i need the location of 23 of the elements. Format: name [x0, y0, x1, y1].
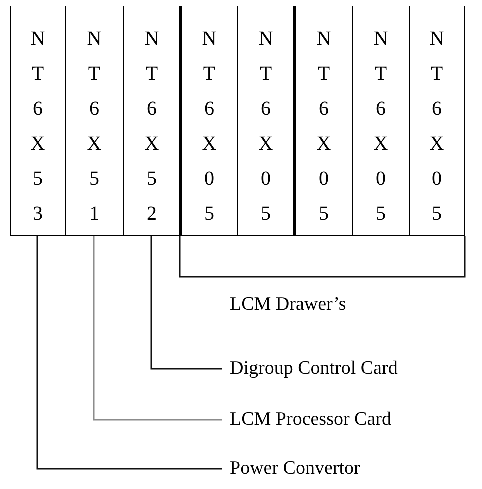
card-slot	[123, 6, 180, 236]
part-number: NT6X05	[258, 27, 274, 227]
card-slot	[65, 6, 123, 236]
card-name: Power Convertor	[230, 457, 360, 481]
part-number: NT6X05	[374, 27, 388, 227]
part-number: NT6X51	[87, 27, 102, 227]
card-slot	[237, 6, 294, 236]
card-slot	[352, 6, 409, 236]
part-number: NT6X52	[144, 27, 160, 227]
leader-line	[36, 236, 222, 470]
part-number: NT6X05	[202, 27, 217, 227]
part-number: NT6X05	[430, 27, 444, 227]
leader-line	[93, 236, 222, 421]
card-slot	[293, 6, 352, 236]
card-slot	[409, 6, 465, 236]
part-number: NT6X05	[316, 27, 332, 227]
card-slot	[10, 6, 65, 236]
card-name: LCM Processor Card	[230, 408, 392, 432]
card-slot	[179, 6, 237, 236]
card-name: Digroup Control Card	[230, 357, 398, 381]
part-number: NT6X53	[30, 27, 46, 227]
group-label: LCM Drawer’s	[230, 293, 346, 317]
leader-line	[150, 236, 222, 370]
